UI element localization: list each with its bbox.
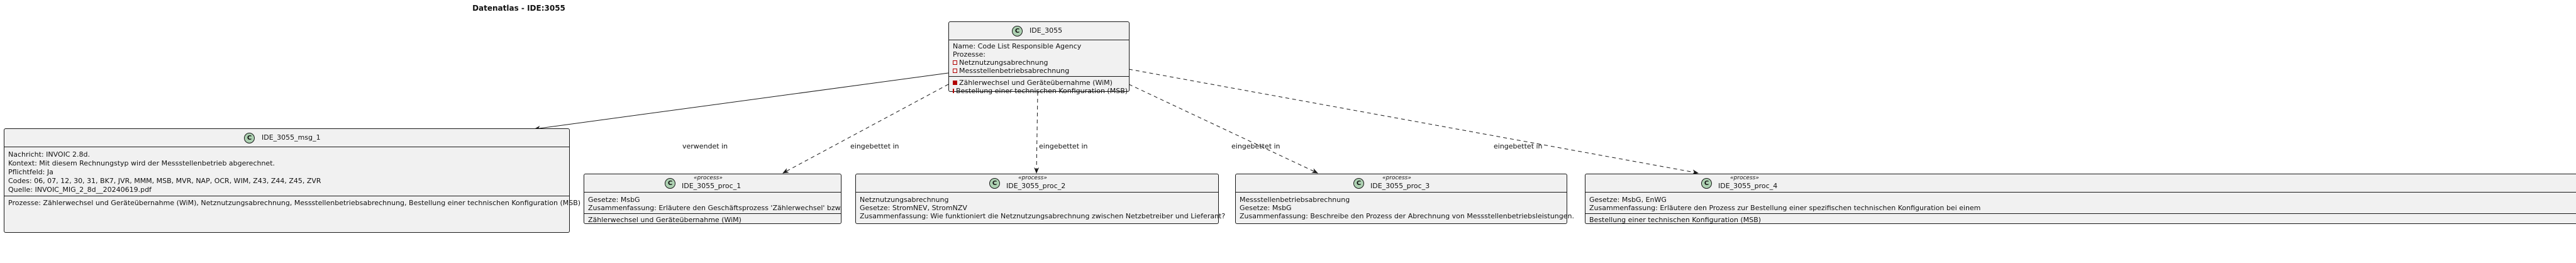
field-codes: Codes: 06, 07, 12, 30, 31, BK7, JVR, MMM… (8, 177, 321, 185)
field-quelle: Quelle: INVOIC_MIG_2_8d__20240619.pdf (8, 186, 152, 194)
edge-eingebettet-proc-1 (782, 84, 949, 174)
class-name: IDE_3055_proc_1 (682, 182, 741, 190)
class-badge-icon: C (1353, 178, 1364, 189)
private-method-icon (953, 89, 954, 93)
class-badge-icon: C (1012, 26, 1023, 36)
process-item: Messstellenbetriebsabrechnung (953, 67, 1125, 75)
method-item: Zählerwechsel und Geräteübernahme (WiM) (953, 79, 1125, 87)
edge-eingebettet-proc-3 (1128, 84, 1318, 174)
field-gesetze: Gesetze: MsbG, EnWG (1589, 196, 1667, 204)
class-name: IDE_3055 (1030, 26, 1063, 35)
stereotype-label: «process» (694, 175, 723, 181)
method-item: Zählerwechsel und Geräteübernahme (WiM) (588, 216, 741, 224)
method-section: Bestellung einer technischen Konfigurati… (1585, 213, 2576, 225)
private-field-icon (953, 69, 957, 73)
diagram-title: Datenatlas - IDE:3055 (472, 4, 565, 13)
field-pflichtfeld: Pflichtfeld: Ja (8, 168, 53, 176)
class-ide-3055-msg-1[interactable]: C IDE_3055_msg_1 Nachricht: INVOIC 2.8d.… (4, 128, 581, 233)
class-ide-3055-proc-1[interactable]: «process» C IDE_3055_proc_1 Gesetze: Msb… (584, 174, 843, 225)
method-section: Zählerwechsel und Geräteübernahme (WiM) … (949, 76, 1129, 96)
field-prozess: Netznutzungsabrechnung (860, 196, 949, 204)
field-zusammenfassung: Zusammenfassung: Erläutere den Geschäfts… (588, 204, 843, 212)
edge-label-proc-3: eingebettet in (1231, 142, 1280, 150)
private-field-icon (953, 60, 957, 65)
stereotype-label: «process» (1382, 175, 1411, 181)
field-name: Name: Code List Responsible Agency (953, 42, 1082, 50)
edge-eingebettet-proc-2 (1034, 91, 1040, 174)
method-item: Bestellung einer technischen Konfigurati… (1589, 216, 1762, 224)
edge-eingebettet-proc-4 (1128, 69, 1699, 175)
edge-label-proc-4: eingebettet in (1494, 142, 1543, 150)
process-item: Netznutzungsabrechnung (953, 59, 1125, 67)
class-ide-3055-proc-2[interactable]: «process» C IDE_3055_proc_2 Netznutzungs… (855, 174, 1226, 224)
field-zusammenfassung: Zusammenfassung: Beschreibe den Prozess … (1240, 212, 1574, 220)
edge-label-verwendet-in: verwendet in (682, 142, 728, 150)
field-section: Netznutzungsabrechnung Gesetze: StromNEV… (856, 193, 1226, 221)
class-ide-3055[interactable]: C IDE_3055 Name: Code List Responsible A… (948, 21, 1130, 95)
class-name: IDE_3055_proc_4 (1718, 182, 1778, 190)
field-gesetze: Gesetze: MsbG (588, 196, 640, 204)
process-section: Prozesse: Zählerwechsel und Geräteüberna… (4, 196, 581, 208)
field-prozesse: Prozesse: Zählerwechsel und Geräteüberna… (8, 199, 581, 207)
class-ide-3055-proc-4[interactable]: «process» C IDE_3055_proc_4 Gesetze: Msb… (1585, 174, 2576, 224)
class-badge-icon: C (1701, 178, 1712, 189)
method-item: Bestellung einer technischen Konfigurati… (953, 87, 1128, 95)
field-section: Messstellenbetriebsabrechnung Gesetze: M… (1236, 193, 1574, 221)
field-gesetze: Gesetze: StromNEV, StromNZV (860, 204, 967, 212)
class-ide-3055-proc-3[interactable]: «process» C IDE_3055_proc_3 Messstellenb… (1235, 174, 1574, 224)
field-prozess: Messstellenbetriebsabrechnung (1240, 196, 1350, 204)
field-section: Name: Code List Responsible Agency Proze… (949, 40, 1129, 76)
stereotype-label: «process» (1730, 175, 1759, 181)
edge-label-proc-2: eingebettet in (1039, 142, 1088, 150)
class-name: IDE_3055_proc_3 (1370, 182, 1430, 190)
stereotype-label: «process» (1018, 175, 1047, 181)
class-name: IDE_3055_proc_2 (1006, 182, 1066, 190)
class-badge-icon: C (665, 178, 675, 189)
class-name: IDE_3055_msg_1 (262, 133, 321, 142)
field-section: Nachricht: INVOIC 2.8d. Kontext: Mit die… (4, 147, 569, 196)
method-section: Zählerwechsel und Geräteübernahme (WiM) (584, 213, 841, 225)
field-section: Gesetze: MsbG Zusammenfassung: Erläutere… (584, 193, 843, 213)
field-kontext: Kontext: Mit diesem Rechnungstyp wird de… (8, 159, 275, 167)
class-badge-icon: C (989, 178, 1000, 189)
field-gesetze: Gesetze: MsbG (1240, 204, 1292, 212)
edge-verwendet-in (534, 72, 949, 131)
field-section: Gesetze: MsbG, EnWG Zusammenfassung: Erl… (1585, 193, 2576, 213)
field-zusammenfassung: Zusammenfassung: Erläutere den Prozess z… (1589, 204, 1981, 212)
class-badge-icon: C (244, 133, 255, 143)
field-nachricht: Nachricht: INVOIC 2.8d. (8, 150, 90, 159)
field-zusammenfassung: Zusammenfassung: Wie funktioniert die Ne… (860, 212, 1226, 220)
edge-label-proc-1: eingebettet in (850, 142, 899, 150)
field-prozesse: Prozesse: (953, 50, 985, 59)
private-method-icon (953, 81, 957, 85)
